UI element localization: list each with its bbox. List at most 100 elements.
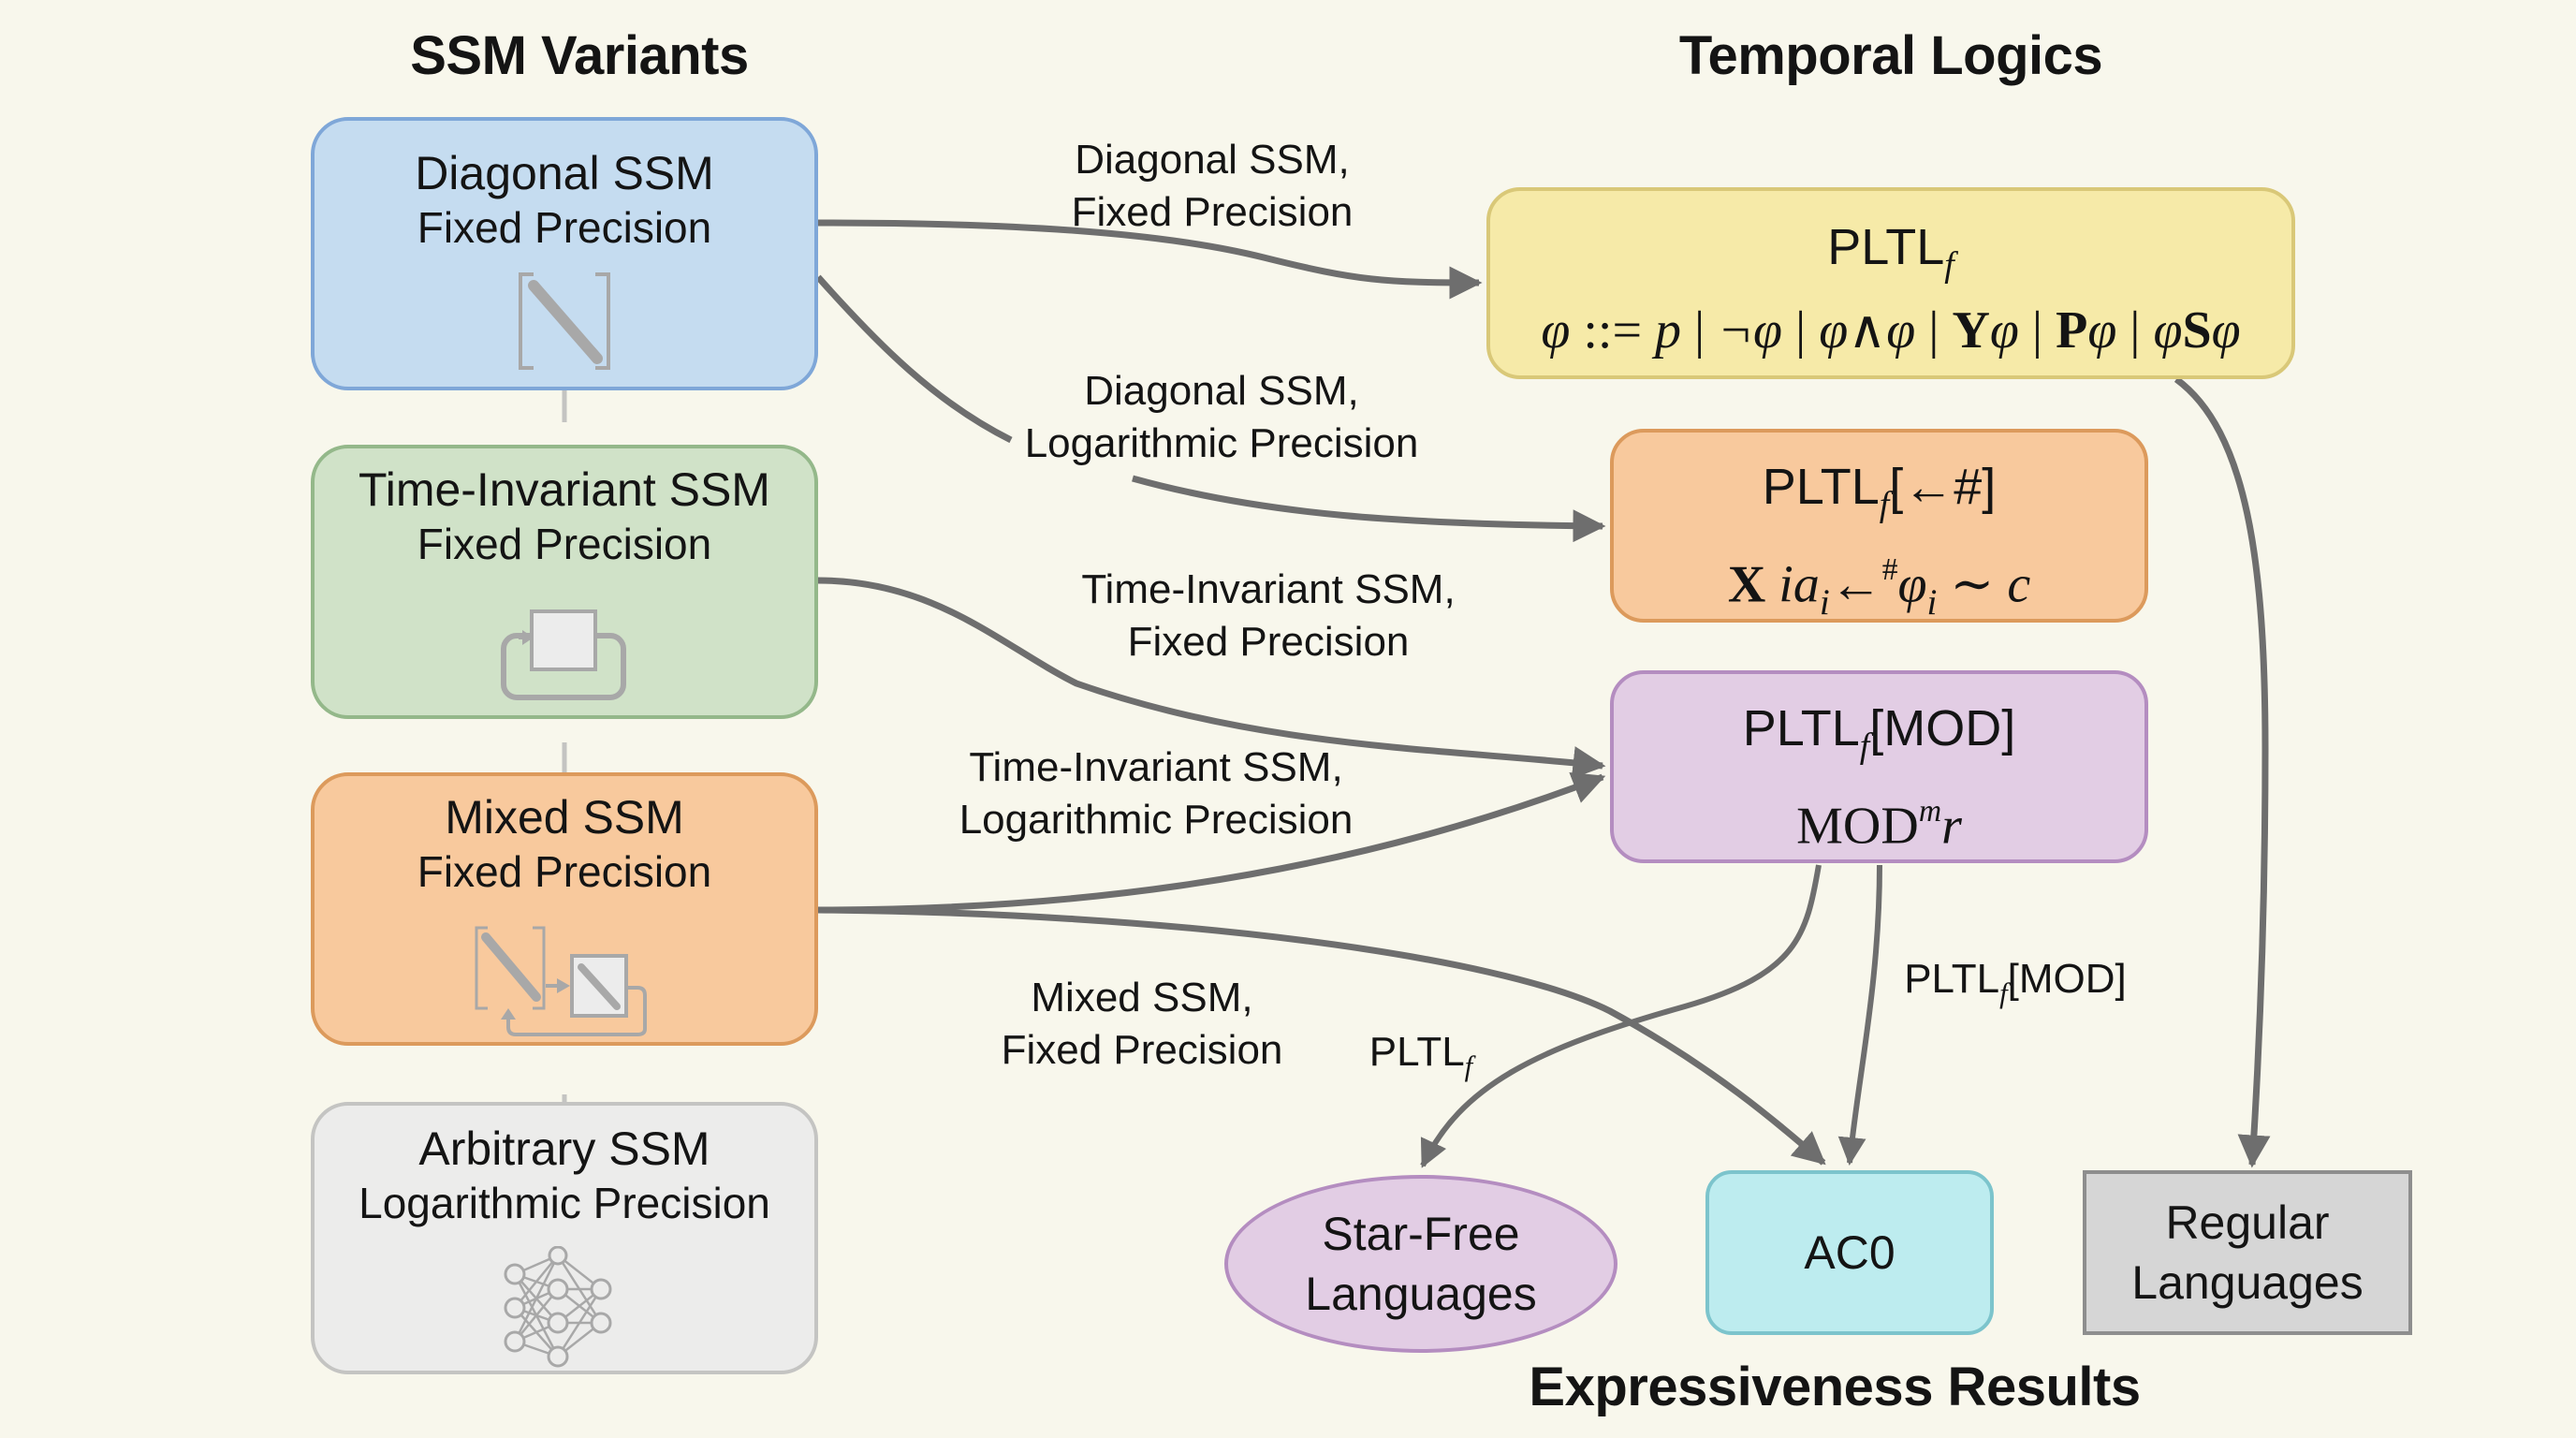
edge-pltlf-mod-to-star-free [1420,864,1822,1168]
formula-arrow: ← [1829,555,1882,614]
mixed-diagonal-recurrent-icon [475,926,647,1036]
formula-a: a [1793,555,1820,614]
logic-name-base: PLTL [1762,459,1880,515]
edge-label-line: Diagonal SSM, [1084,368,1359,414]
logic-name-base: PLTL [1742,700,1860,756]
ssm-title: Diagonal SSM [415,147,714,199]
edge-label-diagonal-log: Diagonal SSM, Logarithmic Precision [992,365,1451,470]
formula-p: p [1655,301,1682,360]
logic-formula-pltlf: φ ::= p | ¬φ | φ∧φ | Yφ | Pφ | φSφ [1490,301,2291,360]
formula-sub-i: i [1926,582,1938,624]
edge-label-sub: f [1999,976,2008,1009]
edge-label-line: Fixed Precision [1001,1027,1283,1073]
logic-formula-mod: MODmr [1614,782,2144,857]
edge-mixed-to-ac0 [817,906,1826,1166]
edge-label-time-invariant-fixed: Time-Invariant SSM, Fixed Precision [1048,564,1488,668]
ssm-precision: Fixed Precision [417,847,712,896]
ssm-precision: Fixed Precision [417,203,712,252]
edge-label-line: Fixed Precision [1127,619,1410,665]
result-star-free[interactable]: Star-Free Languages [1224,1175,1617,1353]
edge-label-mixed-fixed: Mixed SSM, Fixed Precision [973,972,1310,1077]
logic-name-sub: f [1879,485,1890,525]
neural-network-icon [504,1246,612,1368]
logic-name-sub: f [1859,726,1870,767]
edge-label-line: Fixed Precision [1071,189,1354,235]
ssm-title: Mixed SSM [445,791,684,844]
ssm-title: Arbitrary SSM [418,1123,710,1175]
logic-name-sub: f [1944,245,1954,286]
edge-label-diagonal-fixed: Diagonal SSM, Fixed Precision [1030,134,1395,239]
edge-label-base: PLTL [1368,1029,1465,1075]
result-label-line: Languages [2131,1256,2364,1309]
formula-bar: | [2018,301,2056,360]
formula-sim: ∼ [1937,555,2008,614]
formula-m: m [1918,794,1942,829]
formula-neg: ¬φ [1718,301,1783,360]
ssm-box-time-invariant[interactable]: Time-Invariant SSM Fixed Precision [311,445,818,719]
formula-phi: φ [2153,301,2183,360]
logic-box-pltlf-count[interactable]: PLTLf[←#] X iai←#φi ∼ c [1610,429,2148,623]
formula-c: c [2007,555,2031,614]
edge-label-time-invariant-log: Time-Invariant SSM, Logarithmic Precisio… [927,741,1385,846]
edge-label-line: Logarithmic Precision [1024,420,1419,466]
result-ac0[interactable]: AC0 [1705,1170,1994,1335]
formula-r: r [1941,797,1962,856]
ssm-precision: Logarithmic Precision [359,1179,770,1227]
edge-diagonal-to-pltlf [817,219,1483,300]
formula-bar: | [2116,301,2154,360]
logic-box-pltlf-mod[interactable]: PLTLf[MOD] MODmr [1610,670,2148,863]
formula-and: φ∧φ [1819,301,1916,360]
result-label-line: Languages [1305,1268,1537,1320]
ssm-box-mixed[interactable]: Mixed SSM Fixed Precision [311,772,818,1046]
edge-label-line: Logarithmic Precision [959,797,1354,843]
ssm-precision: Fixed Precision [417,520,712,568]
result-label-line: Regular [2165,1196,2330,1249]
edge-label-base: PLTL [1904,956,2000,1002]
formula-sub-i: i [1819,582,1830,624]
edge-label-line: Diagonal SSM, [1075,137,1350,183]
formula-past: P [2056,301,2088,360]
diagonal-matrix-icon [519,272,610,370]
formula-x: X [1727,555,1766,614]
heading-ssm-variants: SSM Variants [410,25,749,86]
result-label-line: AC0 [1804,1226,1895,1279]
edge-label-line: Time-Invariant SSM, [969,744,1343,790]
formula-phi: φ [2211,301,2241,360]
edge-time-invariant-to-pltlf-mod [817,577,1606,779]
heading-temporal-logics: Temporal Logics [1678,25,2103,86]
formula-since: S [2182,301,2212,360]
logic-name: PLTLf[MOD] [1614,700,2144,774]
edge-label-pltlf: PLTLf [1355,1026,1486,1093]
result-regular[interactable]: Regular Languages [2083,1170,2412,1335]
formula-yesterday: Y [1952,301,1990,360]
ssm-box-arbitrary[interactable]: Arbitrary SSM Logarithmic Precision [311,1102,818,1374]
formula-phi: φ [2087,301,2117,360]
heading-expressiveness-results: Expressiveness Results [1529,1357,2141,1417]
ssm-title: Time-Invariant SSM [359,463,770,516]
formula-def: ::= [1570,301,1656,360]
logic-name-suffix: [←#] [1889,459,1997,515]
formula-phi: φ [1897,555,1927,614]
edge-diagonal-to-pltlf-count [815,274,1603,526]
formula-i: i [1778,555,1793,614]
formula-bar: | [1782,301,1820,360]
edge-pltlf-to-regular [2174,376,2271,1168]
formula-hash: # [1881,552,1898,588]
logic-box-pltlf[interactable]: PLTLf φ ::= p | ¬φ | φ∧φ | Yφ | Pφ | φSφ [1486,187,2295,379]
formula-bar: | [1915,301,1953,360]
result-label-line: Star-Free [1322,1208,1520,1260]
edge-label-line: Time-Invariant SSM, [1081,566,1456,612]
formula-mod: MOD [1796,797,1919,856]
logic-formula-count: X iai←#φi ∼ c [1614,540,2144,633]
formula-phi: φ [1541,301,1571,360]
logic-name: PLTLf [1490,219,2291,293]
logic-name: PLTLf[←#] [1614,459,2144,533]
edge-label-sub: f [1464,1049,1473,1082]
logic-name-base: PLTL [1827,219,1945,275]
recurrent-loop-icon [501,609,626,700]
formula-bar: | [1681,301,1719,360]
edge-pltlf-mod-to-ac0 [1837,864,1882,1166]
ssm-box-diagonal[interactable]: Diagonal SSM Fixed Precision [311,117,818,390]
edge-label-line: Mixed SSM, [1031,975,1253,1020]
